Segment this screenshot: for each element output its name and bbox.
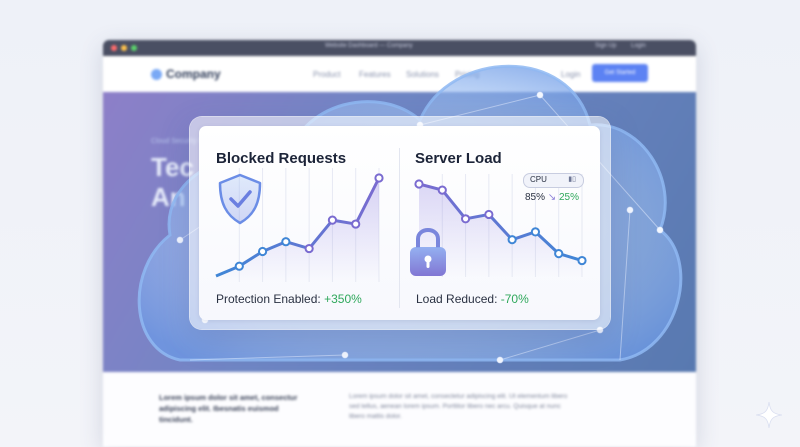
- sparkle-icon: [756, 402, 782, 428]
- load-data-point: [414, 179, 424, 189]
- blocked-data-point: [351, 219, 361, 229]
- blocked-data-point: [304, 243, 314, 254]
- panel-divider: [399, 148, 400, 308]
- server-load-title: Server Load: [415, 150, 502, 167]
- load-series-line: [418, 182, 583, 262]
- protection-footnote: Protection Enabled: +350%: [216, 292, 362, 306]
- load-area: [419, 184, 582, 277]
- blocked-data-point: [281, 237, 291, 247]
- load-data-point: [460, 214, 471, 224]
- blocked-data-point: [374, 173, 384, 183]
- load-data-point: [484, 209, 494, 220]
- browser-title: Website Dashboard — Company: [325, 43, 413, 49]
- blocked-requests-title: Blocked Requests: [216, 150, 347, 167]
- site-navbar: Company Product Features Solutions Prici…: [103, 56, 696, 92]
- cpu-label: CPU: [530, 175, 547, 184]
- get-started-button[interactable]: Get Started: [592, 64, 648, 82]
- shield-check-icon: [218, 173, 262, 225]
- load-data-point: [577, 255, 587, 266]
- load-data-point: [507, 235, 517, 245]
- cpu-chip[interactable]: CPU ▮▯: [523, 173, 584, 188]
- close-dot-icon[interactable]: [111, 45, 117, 51]
- protection-label: Protection Enabled:: [216, 292, 321, 306]
- nav-item-solutions[interactable]: Solutions: [406, 70, 439, 79]
- padlock-icon: [410, 228, 446, 276]
- cpu-stats: 85% ↘ 25%: [525, 192, 579, 203]
- arrow-down-right-icon: ↘: [547, 192, 557, 203]
- blocked-data-point: [234, 261, 244, 271]
- load-data-point: [437, 185, 447, 195]
- company-logo-icon: [151, 69, 162, 80]
- company-logo-text[interactable]: Company: [166, 67, 221, 81]
- maximize-dot-icon[interactable]: [131, 45, 137, 51]
- metrics-card-inner: Blocked Requests Server Load CPU ▮▯ 85% …: [199, 126, 600, 320]
- content-text-right: Lorem ipsum dolor sit amet, consectetur …: [349, 393, 568, 420]
- nav-item-features[interactable]: Features: [359, 70, 391, 79]
- metrics-card: Blocked Requests Server Load CPU ▮▯ 85% …: [190, 117, 610, 329]
- load-value: -70%: [500, 292, 529, 306]
- cpu-after-value: 25%: [558, 192, 579, 203]
- hero-eyebrow: Cloud Security Platform: [151, 138, 225, 145]
- charts-canvas: [215, 168, 587, 282]
- load-data-point: [554, 249, 564, 259]
- load-footnote: Load Reduced: -70%: [416, 292, 529, 306]
- bar-chart-icon: ▮▯: [568, 176, 576, 183]
- titlebar-signup-link[interactable]: Sign Up: [595, 43, 617, 49]
- content-text-left: Lorem ipsum dolor sit amet, consectur ad…: [159, 393, 298, 424]
- titlebar-login-link[interactable]: Login: [631, 43, 646, 49]
- browser-titlebar: Website Dashboard — Company Sign Up Logi…: [103, 40, 696, 56]
- content-section: Lorem ipsum dolor sit amet, consectur ad…: [103, 372, 696, 447]
- load-data-point: [530, 227, 541, 237]
- minimize-dot-icon[interactable]: [121, 45, 127, 51]
- server-load-chart: [414, 174, 587, 277]
- load-label: Load Reduced:: [416, 292, 498, 306]
- blocked-data-point: [327, 215, 338, 225]
- cpu-before-value: 85%: [525, 192, 546, 203]
- nav-item-product[interactable]: Product: [313, 70, 341, 79]
- protection-value: +350%: [324, 292, 362, 306]
- blocked-data-point: [257, 246, 268, 257]
- nav-item-login[interactable]: Login: [561, 70, 581, 79]
